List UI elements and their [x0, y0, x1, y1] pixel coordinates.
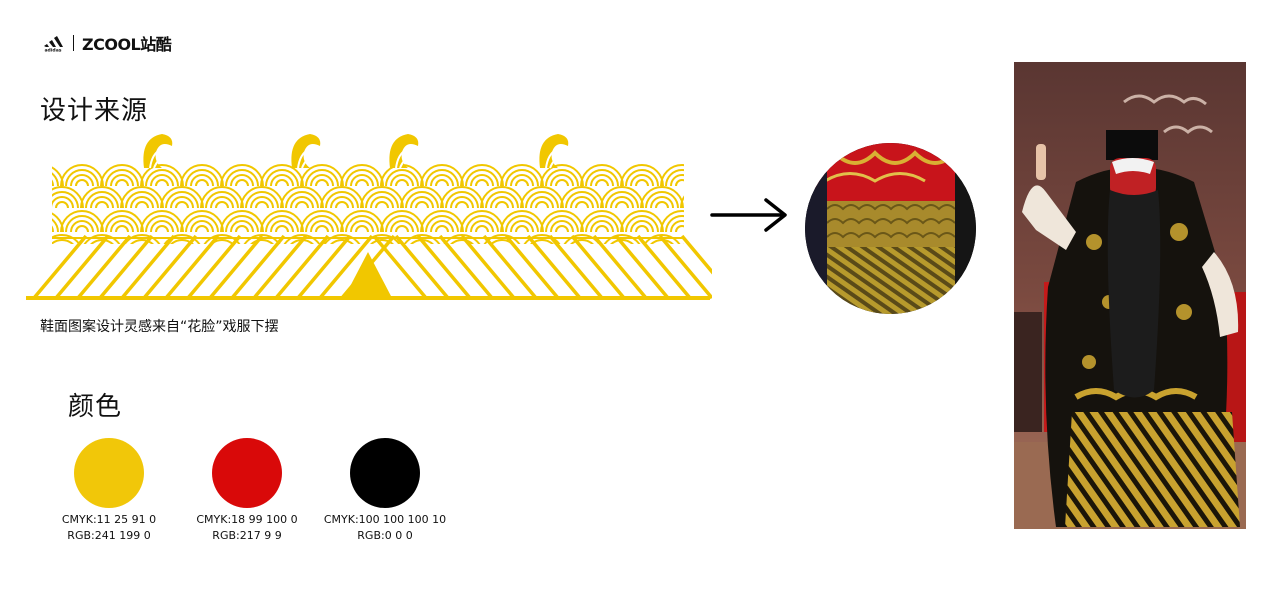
color-section-title: 颜色 [68, 392, 123, 422]
swatch-rgb-red: RGB:217 9 9 [212, 529, 282, 542]
color-dot-red [212, 438, 282, 508]
swatch-rgb-yellow: RGB:241 199 0 [67, 529, 151, 542]
costume-detail-circle [805, 143, 976, 314]
zcool-wordmark: ZCOOL站酷 [82, 35, 172, 54]
color-dot-yellow [74, 438, 144, 508]
swatch-cmyk-black: CMYK:100 100 100 10 [323, 513, 447, 526]
color-swatch-yellow: CMYK:11 25 91 0 RGB:241 199 0 [39, 438, 179, 544]
adidas-wordmark: adidas [44, 48, 61, 52]
design-source-caption: 鞋面图案设计灵感来自“花脸”戏服下摆 [40, 319, 279, 335]
color-dot-black [350, 438, 420, 508]
adidas-logo-icon: adidas [44, 36, 63, 52]
brand-header: adidas ZCOOL站酷 [40, 33, 172, 54]
color-swatch-black: CMYK:100 100 100 10 RGB:0 0 0 [315, 438, 455, 544]
opera-performer-photo [1014, 62, 1246, 529]
arrow-right-icon [710, 198, 787, 232]
design-source-title: 设计来源 [40, 96, 149, 126]
wave-pattern-illustration [26, 134, 712, 300]
brand-divider [73, 35, 74, 51]
swatch-rgb-black: RGB:0 0 0 [357, 529, 413, 542]
swatch-cmyk-yellow: CMYK:11 25 91 0 [61, 513, 157, 526]
color-swatch-red: CMYK:18 99 100 0 RGB:217 9 9 [177, 438, 317, 544]
swatch-cmyk-red: CMYK:18 99 100 0 [196, 513, 298, 526]
